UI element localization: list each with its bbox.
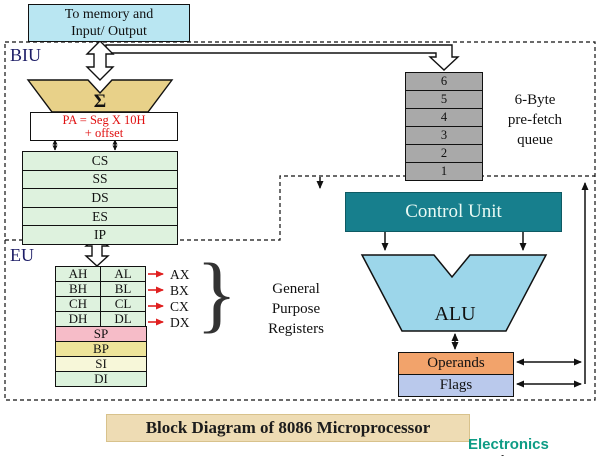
register-di: DI xyxy=(55,371,147,387)
register-row-cx: CH CL xyxy=(55,296,147,312)
pair-name-ax: AX xyxy=(170,267,190,282)
queue-cell: 1 xyxy=(405,162,483,181)
segment-register-cs: CS xyxy=(22,151,178,171)
memory-to-queue-bus xyxy=(105,44,460,71)
queue-cell: 6 xyxy=(405,72,483,91)
pair-name-cx: CX xyxy=(170,299,189,314)
prefetch-queue: 6 5 4 3 2 1 xyxy=(405,72,483,181)
register-si: SI xyxy=(55,356,147,372)
watermark-word1: Electronics xyxy=(468,436,549,453)
register-cl: CL xyxy=(100,296,146,312)
register-bh: BH xyxy=(55,281,101,297)
pair-name-bx: BX xyxy=(170,283,189,298)
gpr-brace: } xyxy=(196,245,238,341)
register-bp: BP xyxy=(55,341,147,357)
watermark: Electronics Desk xyxy=(468,436,593,456)
memory-io-line1: To memory and xyxy=(64,7,154,22)
register-row-bx: BH BL xyxy=(55,281,147,297)
register-ah: AH xyxy=(55,266,101,282)
gpr-caption: General Purpose Registers xyxy=(268,281,324,337)
biu-label: BIU xyxy=(10,45,41,65)
register-row-ax: AH AL xyxy=(55,266,147,282)
flags-box: Flags xyxy=(398,374,514,397)
formula-line1: PA = Seg X 10H xyxy=(62,112,146,127)
register-row-dx: DH DL xyxy=(55,311,147,327)
control-unit-label: Control Unit xyxy=(405,201,502,222)
segment-register-ds: DS xyxy=(22,188,178,208)
formula-line2: + offset xyxy=(84,125,124,140)
alu-label: ALU xyxy=(434,303,476,325)
general-register-table: AH AL BH BL CH CL DH DL SP BP SI DI xyxy=(55,266,147,387)
register-sp: SP xyxy=(55,326,147,342)
segment-register-es: ES xyxy=(22,206,178,227)
register-dh: DH xyxy=(55,311,101,327)
queue-cell: 2 xyxy=(405,144,483,163)
register-al: AL xyxy=(100,266,146,282)
prefetch-queue-caption: 6-Byte pre-fetch queue xyxy=(507,92,563,148)
physical-address-formula: PA = Seg X 10H + offset xyxy=(30,112,178,141)
register-ch: CH xyxy=(55,296,101,312)
queue-cell: 4 xyxy=(405,108,483,127)
queue-cell: 5 xyxy=(405,90,483,109)
operands-box: Operands xyxy=(398,352,514,375)
memory-io-box: To memory and Input/ Output xyxy=(28,4,190,42)
control-unit-box: Control Unit xyxy=(345,192,562,232)
memory-io-line2: Input/ Output xyxy=(71,24,147,39)
register-bl: BL xyxy=(100,281,146,297)
diagram-title: Block Diagram of 8086 Microprocessor xyxy=(106,414,470,442)
watermark-word2: Desk xyxy=(473,453,509,456)
memory-adder-double-arrow xyxy=(85,40,115,81)
pair-name-dx: DX xyxy=(170,315,190,330)
register-dl: DL xyxy=(100,311,146,327)
alu-shape xyxy=(360,254,548,332)
processor-outer-boundary xyxy=(4,41,596,401)
eu-label: EU xyxy=(10,245,34,265)
segment-register-stack: CS SS DS ES IP xyxy=(22,151,178,245)
sigma-symbol: Σ xyxy=(93,91,107,112)
queue-cell: 3 xyxy=(405,126,483,145)
segment-register-ip: IP xyxy=(22,225,178,245)
segment-register-ss: SS xyxy=(22,169,178,190)
